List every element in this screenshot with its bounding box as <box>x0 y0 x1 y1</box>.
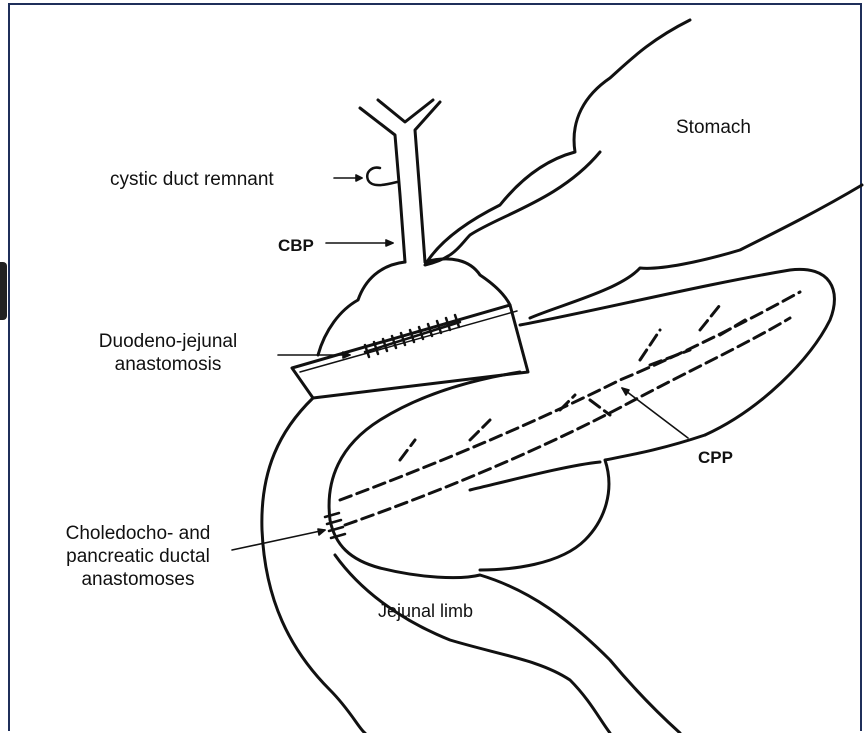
label-duodeno-jejunal-anastomosis: Duodeno-jejunal anastomosis <box>68 330 268 376</box>
stomach-outline <box>425 20 690 265</box>
dj-anastomosis <box>292 305 528 398</box>
jejunal-limb-lower-edge <box>335 555 610 733</box>
label-dj-line1: Duodeno-jejunal <box>68 330 268 353</box>
label-chol-line1: Choledocho- and <box>38 522 238 545</box>
pancreas-upper-outline <box>520 269 834 435</box>
cpp-arrow <box>622 388 688 438</box>
pancreas-inner-fold <box>470 462 600 490</box>
label-cystic-duct-remnant: cystic duct remnant <box>110 168 274 191</box>
stomach-lower-outline <box>530 185 862 318</box>
label-jejunal-limb: Jejunal limb <box>378 600 473 623</box>
label-chol-line2: pancreatic ductal <box>38 545 238 568</box>
pancreas-lower-outline <box>480 435 705 570</box>
label-arrows <box>232 175 688 550</box>
label-chol-line3: anastomoses <box>38 568 238 591</box>
dj-sutures <box>365 315 460 357</box>
label-dj-line2: anastomosis <box>68 353 268 376</box>
pancreatic-duct <box>340 292 800 525</box>
label-stomach: Stomach <box>676 116 751 139</box>
label-cpp: CPP <box>698 446 733 469</box>
label-cbp: CBP <box>278 234 314 257</box>
jejunal-limb-inner-loop <box>329 372 680 733</box>
cystic-duct-remnant <box>367 168 397 186</box>
bile-duct-right-wall <box>415 102 440 262</box>
label-choledocho-pancreatic-anastomoses: Choledocho- and pancreatic ductal anasto… <box>38 522 238 591</box>
choledocho-arrow <box>232 530 325 550</box>
